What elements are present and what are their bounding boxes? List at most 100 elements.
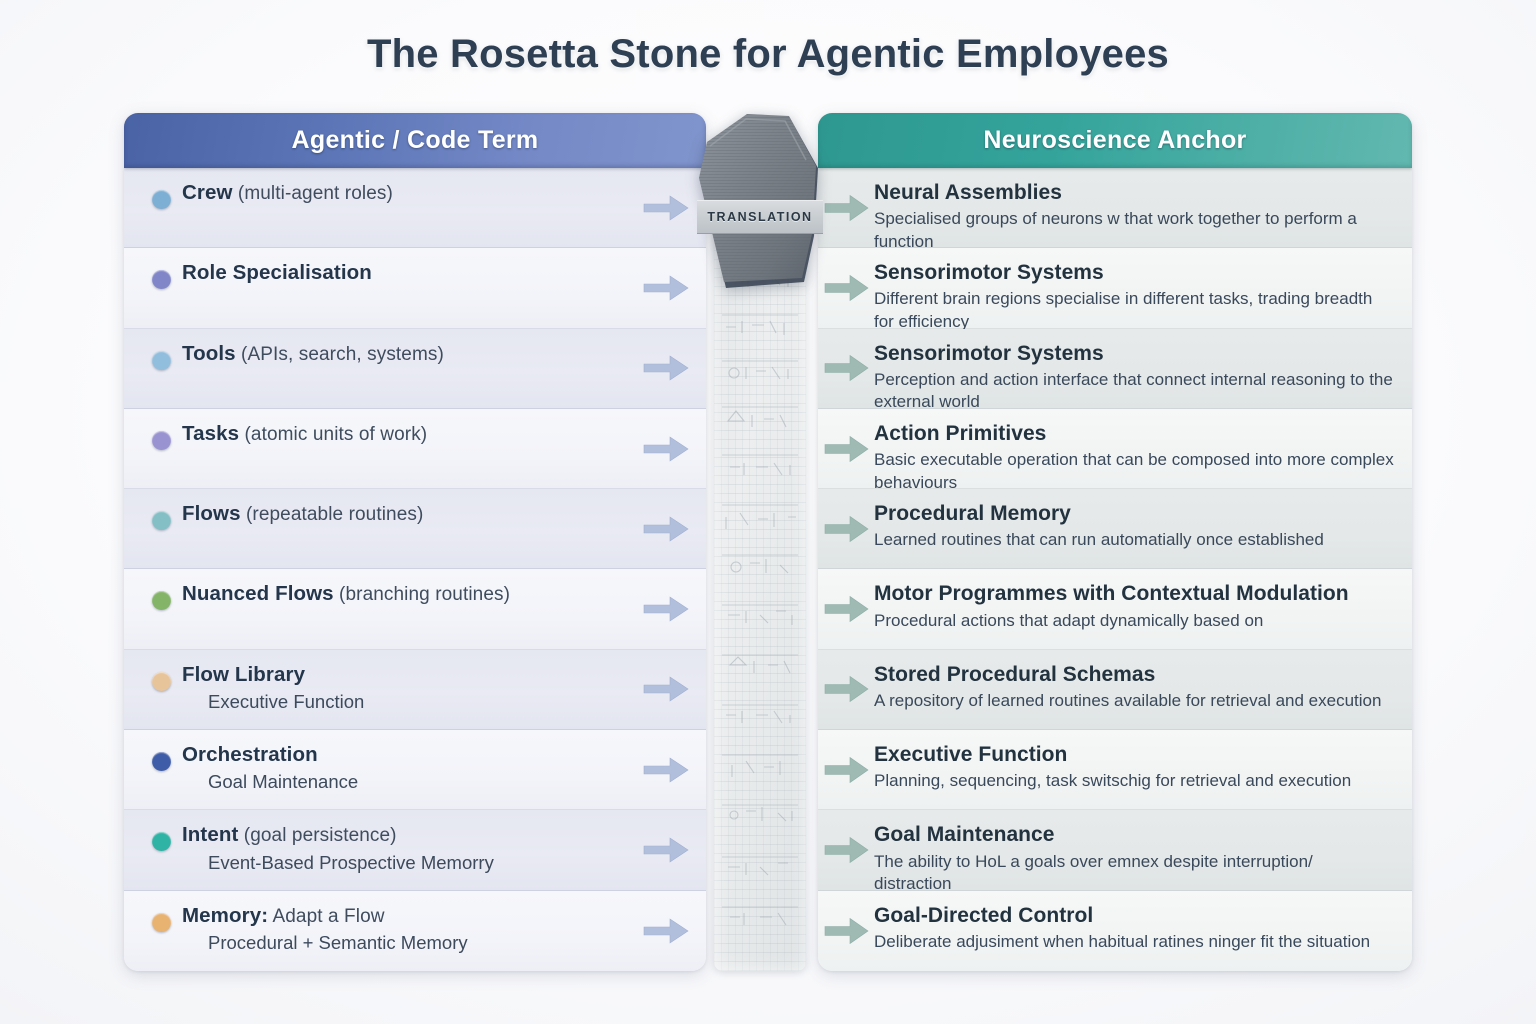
left-row-text: Nuanced Flows (branching routines): [182, 582, 636, 606]
translation-arrow-icon: [643, 516, 689, 542]
left-row[interactable]: Crew (multi-agent roles): [124, 168, 706, 249]
translation-arrow-icon: [643, 275, 689, 301]
neuroscience-term-label: Executive Function: [874, 743, 1068, 767]
translation-badge: TRANSLATION: [697, 200, 823, 234]
agentic-term-label: Tasks (atomic units of work): [182, 421, 428, 445]
agentic-term-label: Tools (APIs, search, systems): [182, 341, 444, 365]
rosetta-stone-column: [714, 175, 806, 971]
translation-arrow-icon: [643, 355, 689, 381]
right-arrow-icon: [642, 273, 690, 303]
left-row-text: Tools (APIs, search, systems): [182, 342, 636, 366]
right-arrow-icon: [824, 273, 870, 302]
neuroscience-term-description: Procedural actions that adapt dynamicall…: [874, 610, 1264, 630]
agentic-term-qualifier: (multi-agent roles): [232, 183, 393, 204]
row-bullet-dot: [152, 591, 171, 611]
left-row[interactable]: Nuanced Flows (branching routines): [124, 569, 706, 650]
neuroscience-term-label: Procedural Memory: [874, 502, 1071, 526]
agentic-term-label: Flows (repeatable routines): [182, 502, 424, 526]
translation-arrow-icon: [824, 274, 869, 302]
agentic-term-qualifier: (atomic units of work): [239, 423, 428, 445]
agentic-term-label: Memory: Adapt a Flow: [182, 903, 385, 927]
translation-arrow-icon: [824, 676, 869, 703]
row-bullet-dot: [152, 270, 171, 290]
left-row-text: Flows (repeatable routines): [182, 502, 636, 526]
right-arrow-icon: [824, 916, 870, 945]
translation-arrow-icon: [824, 194, 869, 221]
right-arrow-icon: [824, 434, 870, 463]
translation-arrow-icon: [643, 918, 689, 944]
agentic-term-qualifier: (branching routines): [333, 584, 511, 606]
right-arrow-icon: [642, 193, 690, 223]
right-arrow-icon: [824, 595, 870, 624]
right-arrow-icon: [824, 755, 870, 784]
right-arrow-icon: [642, 353, 690, 383]
agentic-term-label: Orchestration: [182, 743, 318, 767]
right-arrow-icon: [642, 916, 690, 946]
agentic-term-label: Role Specialisation: [182, 261, 372, 285]
right-arrow-icon: [642, 755, 690, 785]
neuroscience-term-label: Action Primitives: [874, 421, 1047, 445]
agentic-term-label: Flow Library: [182, 662, 306, 686]
left-column-header: Agentic / Code Term: [124, 113, 706, 168]
translation-arrow-icon: [824, 355, 869, 382]
left-row-text: Crew (multi-agent roles): [182, 181, 636, 205]
left-row[interactable]: Flows (repeatable routines): [124, 489, 706, 570]
row-bullet-dot: [152, 832, 171, 852]
right-arrow-icon: [824, 514, 870, 543]
row-bullet-dot: [152, 671, 171, 691]
left-row[interactable]: Intent (goal persistence)Event-Based Pro…: [124, 810, 706, 891]
neuroscience-term-label: Goal Maintenance: [874, 823, 1055, 847]
neuroscience-term-label: Goal-Directed Control: [874, 903, 1094, 927]
neuroscience-term-description: Deliberate adjusiment when habitual rati…: [874, 931, 1371, 951]
translation-arrow-icon: [643, 837, 689, 863]
neuroscience-term-description: Planning, sequencing, task switschig for…: [874, 771, 1352, 791]
page-title: The Rosetta Stone for Agentic Employees: [366, 32, 1170, 76]
translation-arrow-icon: [643, 435, 689, 462]
neuroscience-term-description: Learned routines that can run automatial…: [874, 530, 1324, 550]
right-arrow-icon: [642, 674, 690, 704]
agentic-term-qualifier: (goal persistence): [238, 825, 397, 847]
translation-arrow-icon: [824, 515, 869, 542]
neuroscience-term-description: Perception and action interface that con…: [874, 369, 1393, 412]
neuroscience-term-description: The ability to HoL a goals over emnex de…: [874, 851, 1313, 894]
row-bullet-dot: [152, 350, 171, 370]
right-arrow-icon: [824, 675, 870, 704]
left-row-text: Tasks (atomic units of work): [182, 422, 636, 446]
agentic-term-subtitle: Procedural + Semantic Memory: [208, 932, 468, 954]
left-row-text: Intent (goal persistence)Event-Based Pro…: [182, 823, 636, 874]
right-arrow-icon: [642, 835, 690, 865]
hieroglyph-texture-icon: [722, 188, 798, 926]
neuroscience-term-label: Sensorimotor Systems: [874, 261, 1104, 285]
right-row[interactable]: Motor Programmes with Contextual Modulat…: [818, 569, 1412, 650]
left-row[interactable]: Tasks (atomic units of work): [124, 408, 706, 490]
row-bullet-dot: [152, 190, 171, 209]
row-bullet-dot: [152, 511, 171, 531]
translation-arrow-icon: [824, 917, 869, 944]
left-row[interactable]: Role Specialisation: [124, 248, 706, 329]
neuroscience-term-label: Sensorimotor Systems: [874, 341, 1104, 365]
left-row-text: Role Specialisation: [182, 261, 636, 285]
left-row[interactable]: Tools (APIs, search, systems): [124, 328, 706, 409]
right-arrow-icon: [642, 434, 690, 464]
translation-arrow-icon: [643, 596, 689, 622]
right-arrow-icon: [642, 594, 690, 624]
translation-arrow-icon: [643, 195, 689, 221]
translation-arrow-icon: [643, 757, 689, 783]
agentic-term-label: Nuanced Flows (branching routines): [182, 582, 511, 606]
